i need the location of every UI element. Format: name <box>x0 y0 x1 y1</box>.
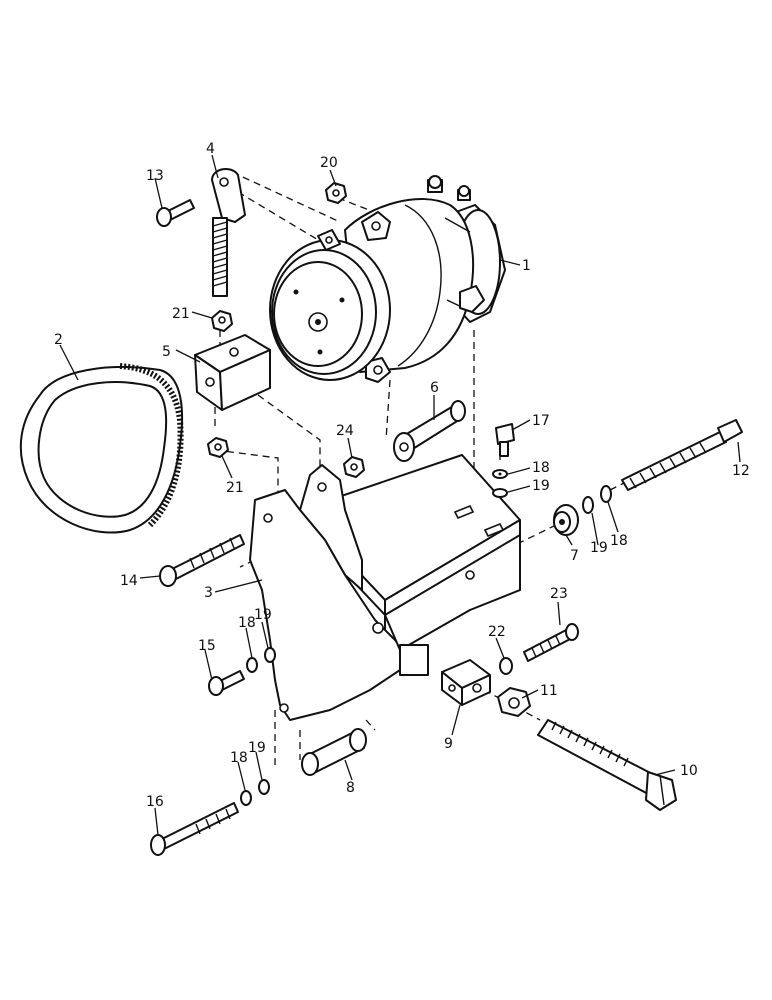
bushing <box>553 504 579 536</box>
callout-7: 7 <box>570 548 579 564</box>
callout-19-upper: 19 <box>532 478 550 494</box>
bolt-14 <box>159 534 245 587</box>
callout-10: 10 <box>680 763 698 779</box>
callout-19-right: 19 <box>590 540 608 556</box>
v-belt <box>19 363 184 534</box>
adjusting-eye-bolt <box>211 168 246 297</box>
bolt-16 <box>150 802 239 856</box>
long-bolt <box>537 719 677 811</box>
callout-13: 13 <box>146 168 164 184</box>
tensioner-block <box>194 334 271 411</box>
callout-21-lower: 21 <box>226 480 244 496</box>
callout-16: 16 <box>146 794 164 810</box>
callout-2: 2 <box>54 332 63 348</box>
sleeve <box>301 728 367 776</box>
callout-11: 11 <box>540 683 558 699</box>
callout-20: 20 <box>320 155 338 171</box>
callout-8: 8 <box>346 780 355 796</box>
callout-14: 14 <box>120 573 138 589</box>
spacer-tube <box>393 400 466 462</box>
callout-4: 4 <box>206 141 215 157</box>
washers <box>240 469 612 806</box>
short-bolt-15 <box>208 670 245 696</box>
leader-lines <box>59 154 741 836</box>
callout-22: 22 <box>488 624 506 640</box>
callout-9: 9 <box>444 736 453 752</box>
callout-18-upper: 18 <box>532 460 550 476</box>
callout-19-middle: 19 <box>254 607 272 623</box>
square-block <box>441 659 491 706</box>
hex-nut <box>497 687 531 717</box>
callout-21-upper: 21 <box>172 306 190 322</box>
washer-22 <box>499 657 513 675</box>
callout-19-lower: 19 <box>248 740 266 756</box>
callout-1: 1 <box>522 258 531 274</box>
callout-18-middle: 18 <box>238 615 256 631</box>
callout-17: 17 <box>532 413 550 429</box>
callout-18-lower: 18 <box>230 750 248 766</box>
callout-labels: 1 2 3 4 5 6 7 8 9 10 11 12 13 14 15 16 1… <box>54 141 750 810</box>
mounting-bracket <box>249 454 521 721</box>
threaded-rod <box>621 419 743 491</box>
callout-15: 15 <box>198 638 216 654</box>
short-bolt-13 <box>156 199 195 227</box>
bolt-17 <box>495 423 515 457</box>
bolt-23 <box>523 623 579 662</box>
callout-12: 12 <box>732 463 750 479</box>
callout-24: 24 <box>336 423 354 439</box>
callout-18-right: 18 <box>610 533 628 549</box>
compressor <box>269 175 506 383</box>
callout-6: 6 <box>430 380 439 396</box>
callout-23: 23 <box>550 586 568 602</box>
callout-5: 5 <box>162 344 171 360</box>
callout-3: 3 <box>204 585 213 601</box>
nuts <box>207 182 365 478</box>
